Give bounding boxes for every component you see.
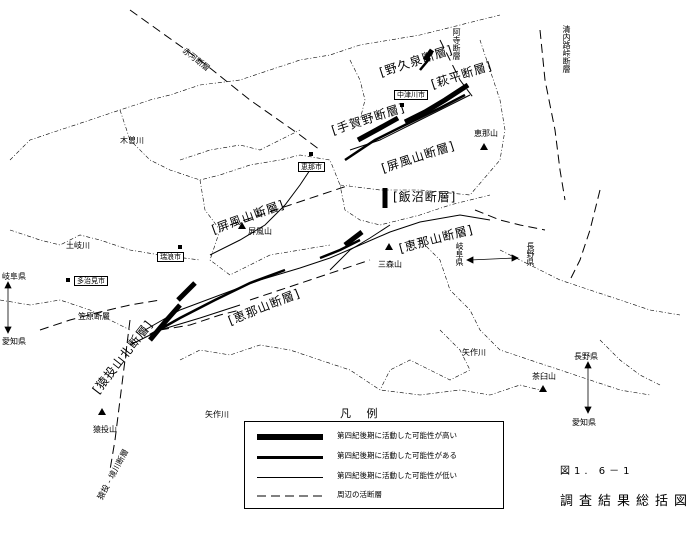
possible-faults — [149, 57, 466, 337]
fault-label-shirakawa: 阿寺断層 — [452, 28, 461, 60]
legend-label-surrounding: 周辺の活断層 — [337, 490, 382, 499]
pref-label-nagano-se: 長野県 — [574, 352, 598, 361]
surrounding-faults — [39, 9, 601, 471]
legend-label-possible: 第四紀後期に活動した可能性がある — [337, 451, 457, 460]
legend-label-low: 第四紀後期に活動した可能性が低い — [337, 471, 457, 480]
legend-item-low: 第四紀後期に活動した可能性が低い — [245, 470, 503, 484]
legend-title: 凡 例 — [340, 407, 384, 420]
river-label-yahagi-2: 矢作川 — [205, 410, 229, 419]
figure-title: 調査結果総括図 — [560, 494, 694, 509]
city-label-ena: 恵那市 — [298, 162, 325, 172]
legend-item-possible: 第四紀後期に活動した可能性がある — [245, 450, 503, 464]
figure-number: 図1. 6－1 — [560, 466, 634, 477]
city-label-nakatsugawa: 中津川市 — [394, 90, 428, 100]
prefecture-arrows — [4, 254, 592, 414]
high-possibility-faults — [148, 48, 470, 342]
legend-label-high: 第四紀後期に活動した可能性が高い — [337, 431, 457, 440]
mountain-label-byobusan: 屏風山 — [248, 227, 272, 236]
legend-line-low — [257, 477, 323, 478]
river-label-toki: 土岐川 — [66, 241, 90, 250]
mountain-enasan-icon — [480, 143, 488, 150]
mountain-label-mimori: 三森山 — [378, 260, 402, 269]
legend-line-possible — [257, 456, 323, 459]
river-label-kiso: 木曽川 — [120, 136, 144, 145]
pref-label-aichi-se: 愛知県 — [572, 418, 596, 427]
mountain-byobusan-icon — [238, 222, 246, 229]
city-nakatsugawa-icon — [400, 103, 404, 107]
fault-label-kasahara: 笠原断層 — [78, 312, 110, 321]
mountain-chausu-icon — [539, 385, 547, 392]
mountain-sanage-icon — [98, 408, 106, 415]
city-tajimi-icon — [66, 278, 70, 282]
pref-label-nagano-e: 長野県 — [526, 242, 535, 266]
city-label-tajimi: 多治見市 — [74, 276, 108, 286]
legend-item-surrounding: 周辺の活断層 — [245, 489, 503, 503]
city-label-mizunami: 瑞浪市 — [157, 252, 184, 262]
city-ena-icon — [309, 152, 313, 156]
pref-label-gifu-w: 岐阜県 — [2, 272, 26, 281]
fault-label-seinaiji: 清内路峠断層 — [562, 25, 571, 73]
mountain-label-sanage: 猿投山 — [93, 425, 117, 434]
mountain-mimori-icon — [385, 243, 393, 250]
boundary-lines — [0, 14, 681, 396]
low-possibility-faults — [129, 94, 491, 346]
legend: 第四紀後期に活動した可能性が高い 第四紀後期に活動した可能性がある 第四紀後期に… — [244, 421, 504, 509]
mountain-label-enasan: 恵那山 — [474, 129, 498, 138]
river-label-yahagi: 矢作川 — [462, 348, 486, 357]
legend-item-high: 第四紀後期に活動した可能性が高い — [245, 430, 503, 444]
mountain-label-chausu: 茶臼山 — [532, 372, 556, 381]
legend-line-high — [257, 434, 323, 440]
pref-label-gifu-e: 岐阜県 — [455, 242, 464, 266]
pref-label-aichi-w: 愛知県 — [2, 337, 26, 346]
legend-line-surrounding — [257, 495, 323, 497]
fault-label-iinuma: [飯沼断層] — [393, 190, 457, 204]
city-mizunami-icon — [178, 245, 182, 249]
